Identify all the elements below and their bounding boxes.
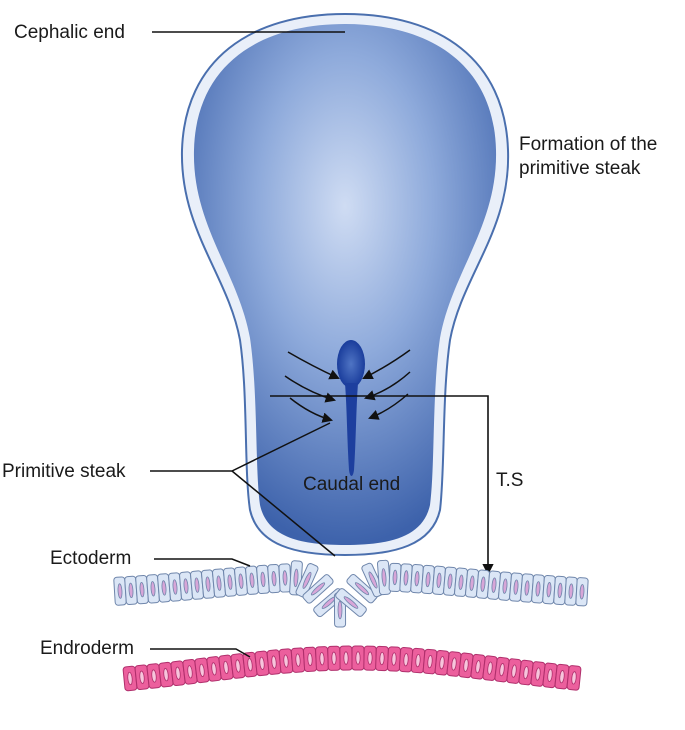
endoderm-leader xyxy=(150,648,251,658)
ts-label: T.S xyxy=(496,470,523,491)
formation-title: Formation of the primitive steak xyxy=(519,134,657,179)
formation-label-line1: Formation of the xyxy=(519,134,657,155)
ectoderm-cell xyxy=(124,575,138,606)
endoderm-cell xyxy=(278,648,294,674)
endoderm-cell xyxy=(494,656,510,683)
ts-section-line xyxy=(270,395,494,576)
ectoderm-cell xyxy=(498,571,512,601)
endoderm-label: Endroderm xyxy=(40,638,134,659)
primitive-steak-callout: Primitive steak xyxy=(2,422,336,557)
endoderm-cell xyxy=(182,659,198,685)
primitive-node xyxy=(337,340,365,388)
endoderm-cell xyxy=(315,646,329,672)
ectoderm-cell xyxy=(278,563,292,593)
ectoderm-cell xyxy=(201,569,215,599)
endoderm-cell xyxy=(387,646,401,672)
cephalic-end-label: Cephalic end xyxy=(14,22,125,43)
ectoderm-cell xyxy=(376,559,392,596)
arrow-left-3 xyxy=(289,397,334,423)
ectoderm-cell xyxy=(267,563,281,594)
ectoderm-cell xyxy=(542,575,556,605)
ectoderm-section xyxy=(113,559,589,628)
primitive-streak xyxy=(337,340,365,476)
endoderm-cell xyxy=(339,645,353,671)
ectoderm-cell xyxy=(421,564,435,595)
endoderm-cell xyxy=(302,646,318,673)
endoderm-cell xyxy=(446,651,462,677)
ectoderm-callout: Ectoderm xyxy=(50,548,251,569)
endoderm-cell xyxy=(422,648,438,675)
ectoderm-cell xyxy=(388,562,402,592)
ectoderm-label: Ectoderm xyxy=(50,548,131,569)
embryonic-disc xyxy=(180,12,510,557)
endoderm-cell xyxy=(410,647,426,674)
formation-label-line2: primitive steak xyxy=(519,158,641,179)
cephalic-end-callout: Cephalic end xyxy=(14,22,345,43)
endoderm-cell xyxy=(290,647,306,673)
endoderm-section xyxy=(122,645,582,692)
ectoderm-cell xyxy=(520,573,534,603)
ectoderm-cell xyxy=(575,577,589,607)
endoderm-cell xyxy=(266,649,282,675)
endoderm-cell xyxy=(363,645,377,671)
ectoderm-cell xyxy=(157,573,171,603)
primitive-steak-leader-lower xyxy=(231,470,336,557)
endoderm-cell xyxy=(158,661,174,688)
primitive-groove xyxy=(345,383,358,476)
ectoderm-cell xyxy=(361,562,385,598)
embryonic-disc-body xyxy=(193,24,497,545)
endoderm-cell xyxy=(434,649,450,676)
endoderm-cell xyxy=(134,664,150,691)
endoderm-cell xyxy=(482,655,498,681)
endoderm-cell xyxy=(566,665,582,691)
primitive-steak-label: Primitive steak xyxy=(2,461,126,482)
ectoderm-cell xyxy=(465,568,479,598)
ectoderm-cell xyxy=(179,571,193,601)
endoderm-cell xyxy=(230,653,246,679)
ectoderm-cell xyxy=(135,574,149,605)
ectoderm-cell xyxy=(234,566,248,596)
ectoderm-cell xyxy=(432,565,446,596)
endoderm-cell xyxy=(206,656,222,682)
ectoderm-cell xyxy=(295,563,319,598)
ectoderm-cell xyxy=(564,576,578,606)
ectoderm-cell xyxy=(553,575,567,606)
caudal-end-label: Caudal end xyxy=(303,474,400,495)
endoderm-cell xyxy=(398,647,414,673)
ectoderm-cell xyxy=(302,574,334,604)
ectoderm-cell xyxy=(335,588,367,617)
endoderm-callout: Endroderm xyxy=(40,638,251,659)
arrow-left-2 xyxy=(284,375,337,403)
ts-indicator: T.S xyxy=(270,395,523,576)
ectoderm-cell xyxy=(346,573,378,604)
endoderm-cell xyxy=(351,645,365,671)
endoderm-cell xyxy=(375,645,389,672)
ectoderm-cell xyxy=(168,572,182,602)
endoderm-cell xyxy=(458,652,474,679)
endoderm-cell xyxy=(327,645,341,671)
endoderm-cell xyxy=(218,654,234,681)
ectoderm-cell xyxy=(399,563,413,593)
endoderm-cell xyxy=(542,662,558,689)
ectoderm-cell xyxy=(509,572,523,602)
ectoderm-cell xyxy=(190,570,204,600)
ectoderm-cell xyxy=(476,569,490,599)
ectoderm-cell xyxy=(245,565,259,595)
arrow-left-1 xyxy=(287,351,340,380)
ectoderm-cell xyxy=(212,568,226,598)
ectoderm-cell xyxy=(531,574,545,604)
arrow-right-1 xyxy=(362,349,411,379)
ectoderm-leader xyxy=(154,558,251,567)
